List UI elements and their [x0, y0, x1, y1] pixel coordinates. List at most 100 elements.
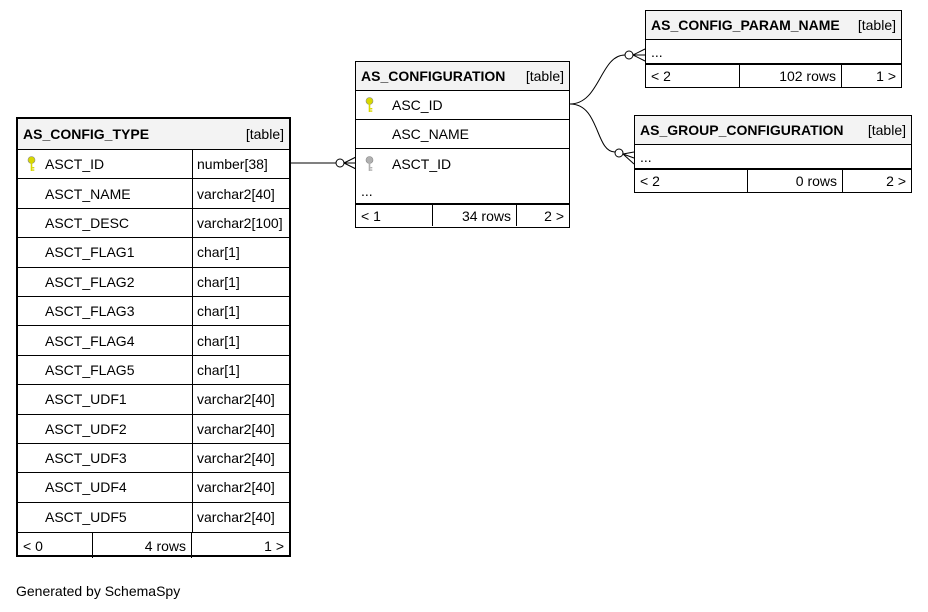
table-kind: [table]: [525, 68, 564, 84]
column-type: varchar2[40]: [192, 414, 289, 443]
table-kind: [table]: [867, 122, 906, 138]
column-name-text: ASCT_UDF2: [45, 420, 127, 437]
column-type: number[38]: [192, 150, 289, 179]
more-columns-ellipsis: ...: [361, 182, 373, 199]
table-kind: [table]: [857, 17, 896, 33]
column-name-text: ASCT_UDF3: [45, 450, 127, 467]
table-as-config-type[interactable]: AS_CONFIG_TYPE [table] ASCT_ID number[38]…: [16, 117, 291, 559]
crows-foot-marker: [343, 156, 357, 170]
table-name: AS_CONFIGURATION: [361, 68, 506, 84]
table-as-group-configuration[interactable]: AS_GROUP_CONFIGURATION [table] ... < 2 0…: [634, 115, 912, 193]
column-type: varchar2[40]: [192, 443, 289, 473]
column-name: ASCT_UDF3: [18, 444, 192, 472]
column-name-text: ASCT_DESC: [45, 214, 130, 231]
column-type: char[1]: [192, 238, 289, 267]
column-name-text: ASCT_ID: [45, 156, 105, 173]
table-name: AS_CONFIG_PARAM_NAME: [651, 17, 840, 33]
column-name: ASCT_UDF1: [18, 385, 192, 413]
relation-configuration-to-group-configuration: [569, 103, 616, 153]
more-columns-ellipsis: ...: [640, 148, 652, 165]
column-name: ASCT_DESC: [18, 209, 192, 237]
column-row[interactable]: ASCT_FLAG1 char[1]: [18, 238, 289, 268]
children-count[interactable]: 2 >: [516, 205, 569, 226]
column-name-text: ASCT_FLAG2: [45, 273, 135, 290]
table-as-config-param-name[interactable]: AS_CONFIG_PARAM_NAME [table] ... < 2 102…: [645, 10, 902, 88]
foreign-key-icon: [365, 155, 374, 171]
table-name: AS_GROUP_CONFIGURATION: [640, 122, 844, 138]
more-columns-row: ...: [635, 145, 911, 169]
parents-count[interactable]: < 1: [361, 207, 381, 224]
table-footer: < 2 102 rows 1 >: [646, 64, 901, 87]
column-type: varchar2[100]: [192, 208, 289, 238]
table-footer: < 1 34 rows 2 >: [356, 204, 569, 226]
column-name-text: ASCT_FLAG3: [45, 303, 135, 320]
table-header[interactable]: AS_GROUP_CONFIGURATION [table]: [635, 116, 911, 145]
column-type: char[1]: [192, 296, 289, 326]
column-row[interactable]: ASCT_FLAG5 char[1]: [18, 355, 289, 386]
more-columns-row: ...: [646, 40, 901, 64]
column-row[interactable]: ASCT_UDF5 varchar2[40]: [18, 502, 289, 533]
children-count[interactable]: 1 >: [191, 533, 289, 559]
column-type: char[1]: [192, 355, 289, 385]
column-name-text: ASC_NAME: [392, 126, 470, 142]
table-header[interactable]: AS_CONFIGURATION [table]: [356, 62, 569, 91]
column-name-text: ASCT_FLAG1: [45, 244, 135, 261]
column-name: ASCT_NAME: [18, 179, 192, 207]
table-as-configuration[interactable]: AS_CONFIGURATION [table] ASC_ID ASC_NAME A…: [355, 61, 570, 228]
column-row[interactable]: ASCT_ID number[38]: [18, 150, 289, 180]
children-count[interactable]: 1 >: [841, 65, 901, 87]
column-row[interactable]: ASC_NAME: [356, 120, 569, 149]
column-row[interactable]: ASC_ID: [356, 91, 569, 120]
column-row[interactable]: ASCT_UDF3 varchar2[40]: [18, 443, 289, 474]
row-count: 0 rows: [747, 170, 842, 192]
table-footer: < 0 4 rows 1 >: [18, 532, 289, 559]
column-type: char[1]: [192, 267, 289, 296]
table-name: AS_CONFIG_TYPE: [23, 126, 150, 142]
more-columns-row: ...: [356, 178, 569, 204]
column-row[interactable]: ASCT_FLAG2 char[1]: [18, 267, 289, 297]
table-header[interactable]: AS_CONFIG_TYPE [table]: [18, 119, 289, 150]
generated-by-text: Generated by SchemaSpy: [16, 583, 181, 599]
optional-marker-circle: [624, 50, 634, 60]
table-kind: [table]: [245, 126, 284, 142]
column-row[interactable]: ASCT_DESC varchar2[100]: [18, 208, 289, 239]
children-count[interactable]: 2 >: [842, 170, 911, 192]
column-name: ASCT_FLAG2: [18, 268, 192, 296]
column-name-text: ASCT_UDF5: [45, 509, 127, 526]
column-name: ASCT_UDF2: [18, 415, 192, 443]
column-name: ASC_NAME: [356, 120, 569, 148]
column-name-text: ASCT_NAME: [45, 185, 131, 202]
row-count: 34 rows: [432, 205, 516, 226]
column-type: varchar2[40]: [192, 473, 289, 502]
column-name-text: ASCT_UDF1: [45, 391, 127, 408]
column-name: ASCT_UDF5: [18, 503, 192, 532]
column-type: varchar2[40]: [192, 502, 289, 533]
column-name-text: ASCT_FLAG5: [45, 361, 135, 378]
column-row[interactable]: ASCT_ID: [356, 149, 569, 178]
more-columns-ellipsis: ...: [651, 43, 663, 60]
column-name: ASCT_FLAG5: [18, 356, 192, 384]
column-name: ASCT_ID: [18, 150, 192, 178]
optional-marker-circle: [614, 148, 624, 158]
column-name: ASC_ID: [356, 91, 569, 119]
column-type: char[1]: [192, 326, 289, 355]
crows-foot-marker: [632, 48, 646, 62]
column-row[interactable]: ASCT_FLAG3 char[1]: [18, 296, 289, 327]
parents-count[interactable]: < 2: [640, 173, 660, 189]
crows-foot-marker: [622, 151, 635, 165]
relation-configuration-to-param-name: [569, 54, 626, 105]
column-name-text: ASCT_ID: [392, 155, 452, 172]
column-name: ASCT_UDF4: [18, 473, 192, 501]
row-count: 102 rows: [739, 65, 841, 87]
table-header[interactable]: AS_CONFIG_PARAM_NAME [table]: [646, 11, 901, 40]
parents-count[interactable]: < 0: [23, 537, 43, 554]
parents-count[interactable]: < 2: [651, 68, 671, 84]
column-name: ASCT_ID: [356, 149, 569, 178]
column-row[interactable]: ASCT_UDF2 varchar2[40]: [18, 414, 289, 444]
column-name-text: ASC_ID: [392, 97, 443, 113]
